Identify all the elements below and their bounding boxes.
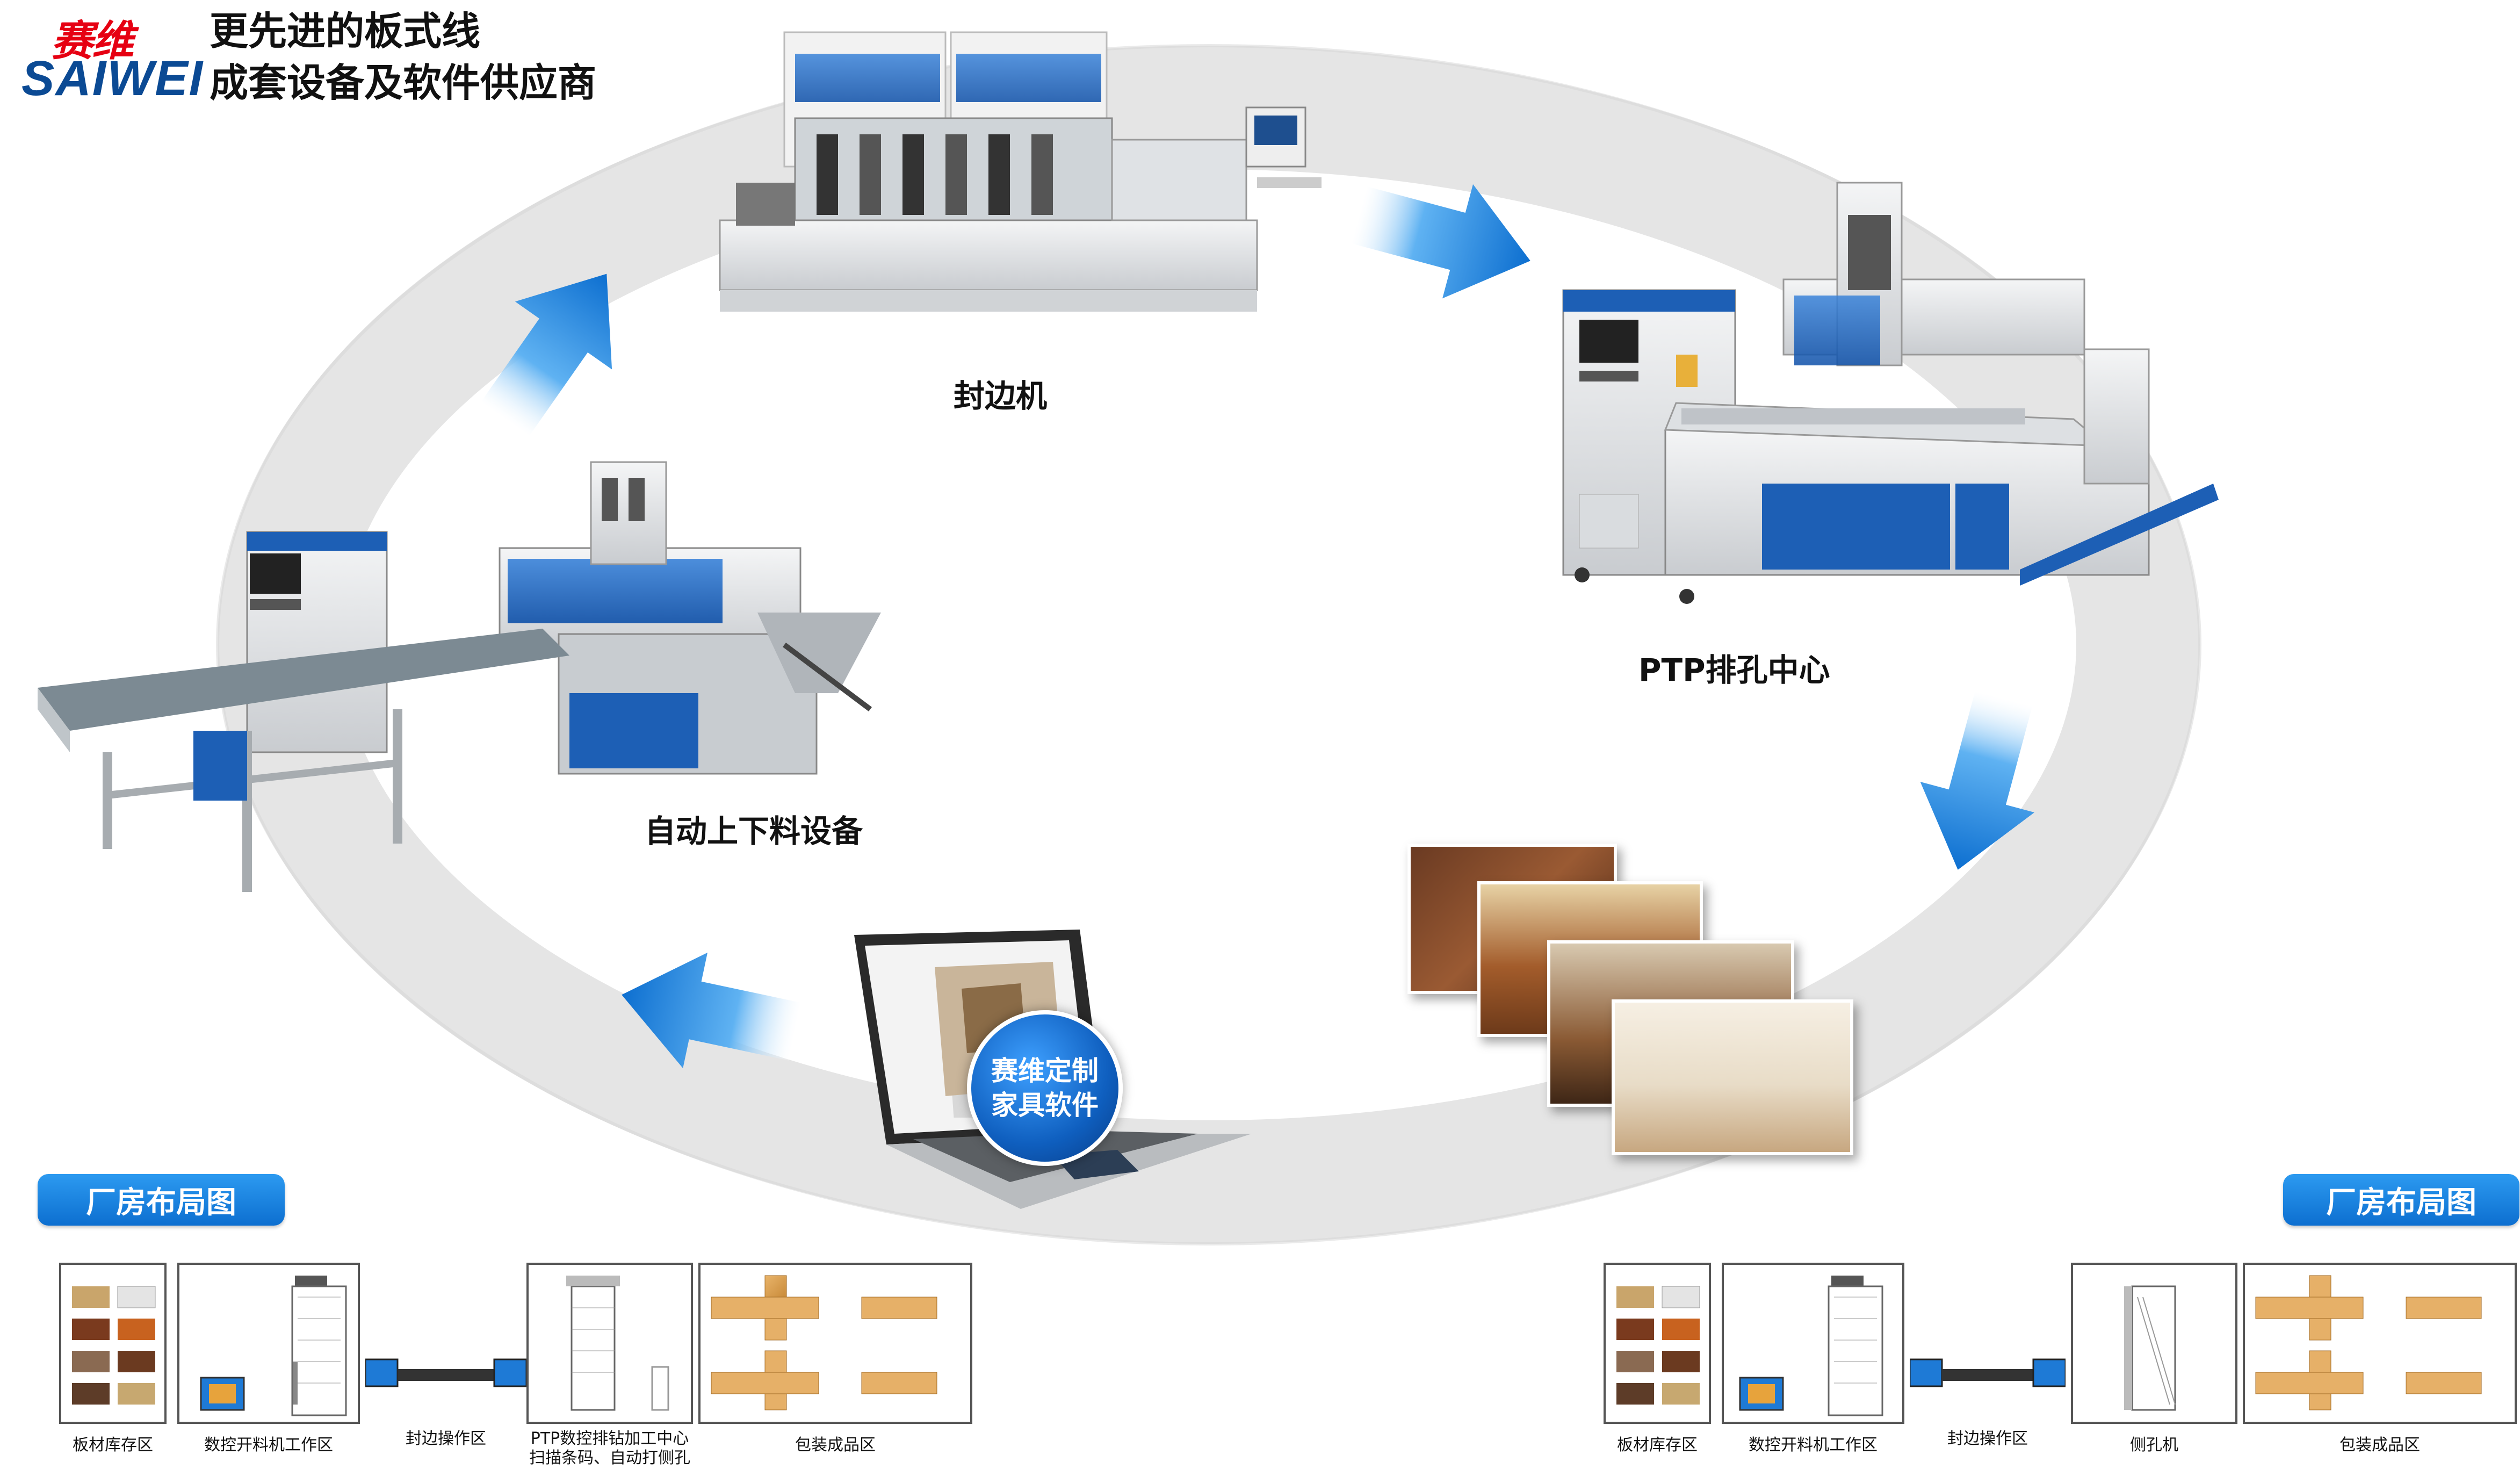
edge-bander-machine bbox=[719, 31, 1322, 312]
left-packing-area-box bbox=[698, 1263, 972, 1424]
software-badge-line-1: 赛维定制 bbox=[991, 1055, 1099, 1086]
auto-loading-label: 自动上下料设备 bbox=[645, 813, 863, 849]
left-storage-area-box bbox=[59, 1263, 167, 1424]
right-edge-banding-area-label: 封边操作区 bbox=[1947, 1429, 2028, 1448]
arrow-up-icon bbox=[480, 273, 612, 436]
right-packing-area-box bbox=[2243, 1263, 2517, 1424]
right-edge-banding-area-drawing bbox=[1909, 1354, 2067, 1392]
arrow-left-icon bbox=[622, 952, 802, 1069]
left-cutting-area-label: 数控开料机工作区 bbox=[204, 1436, 333, 1455]
ptp-drilling-center-label: PTP排孔中心 bbox=[1638, 652, 1830, 688]
right-storage-area-box bbox=[1604, 1263, 1711, 1424]
left-packing-area-label: 包装成品区 bbox=[795, 1436, 876, 1455]
software-badge-line-2: 家具软件 bbox=[991, 1090, 1099, 1121]
right-side-hole-machine-box bbox=[2071, 1263, 2237, 1424]
left-ptp-area-label-line-1: PTP数控排钻加工中心 bbox=[530, 1429, 689, 1448]
left-edge-banding-area-label: 封边操作区 bbox=[406, 1429, 486, 1448]
ptp-drilling-center-machine bbox=[1562, 182, 2219, 604]
slogan-line-2: 成套设备及软件供应商 bbox=[210, 60, 597, 105]
brand-name-en: SAIWEI bbox=[21, 51, 204, 106]
left-cutting-area-box bbox=[177, 1263, 360, 1424]
arrow-right-icon bbox=[1351, 184, 1530, 299]
slogan-line-1: 更先进的板式线 bbox=[210, 9, 481, 54]
left-ptp-area-box bbox=[526, 1263, 693, 1424]
arrow-down-icon bbox=[1920, 690, 2035, 870]
floor-plan-right-title: 厂房布局图 bbox=[2283, 1174, 2519, 1226]
left-ptp-area-label-line-2: 扫描条码、自动打侧孔 bbox=[529, 1449, 690, 1467]
left-storage-area-label: 板材库存区 bbox=[73, 1436, 153, 1455]
slogan: 更先进的板式线 成套设备及软件供应商 bbox=[210, 5, 596, 109]
edge-bander-label: 封边机 bbox=[954, 378, 1048, 414]
left-edge-banding-area-drawing bbox=[364, 1354, 528, 1392]
software-badge: 赛维定制 家具软件 bbox=[967, 1010, 1123, 1166]
brand-logo: 赛维 SAIWEI bbox=[21, 8, 203, 106]
right-side-hole-machine-label: 侧孔机 bbox=[2130, 1436, 2178, 1455]
auto-loading-machine bbox=[38, 461, 881, 892]
right-storage-area-label: 板材库存区 bbox=[1617, 1436, 1698, 1455]
right-cutting-area-box bbox=[1722, 1263, 1904, 1424]
floor-plan-left-title: 厂房布局图 bbox=[38, 1174, 285, 1226]
right-packing-area-label: 包装成品区 bbox=[2340, 1436, 2420, 1455]
furniture-photo-4 bbox=[1612, 999, 1853, 1155]
left-ptp-area-label: PTP数控排钻加工中心 扫描条码、自动打侧孔 bbox=[516, 1429, 704, 1468]
brand-name-cn: 赛维 bbox=[51, 17, 134, 64]
right-cutting-area-label: 数控开料机工作区 bbox=[1749, 1436, 1878, 1455]
